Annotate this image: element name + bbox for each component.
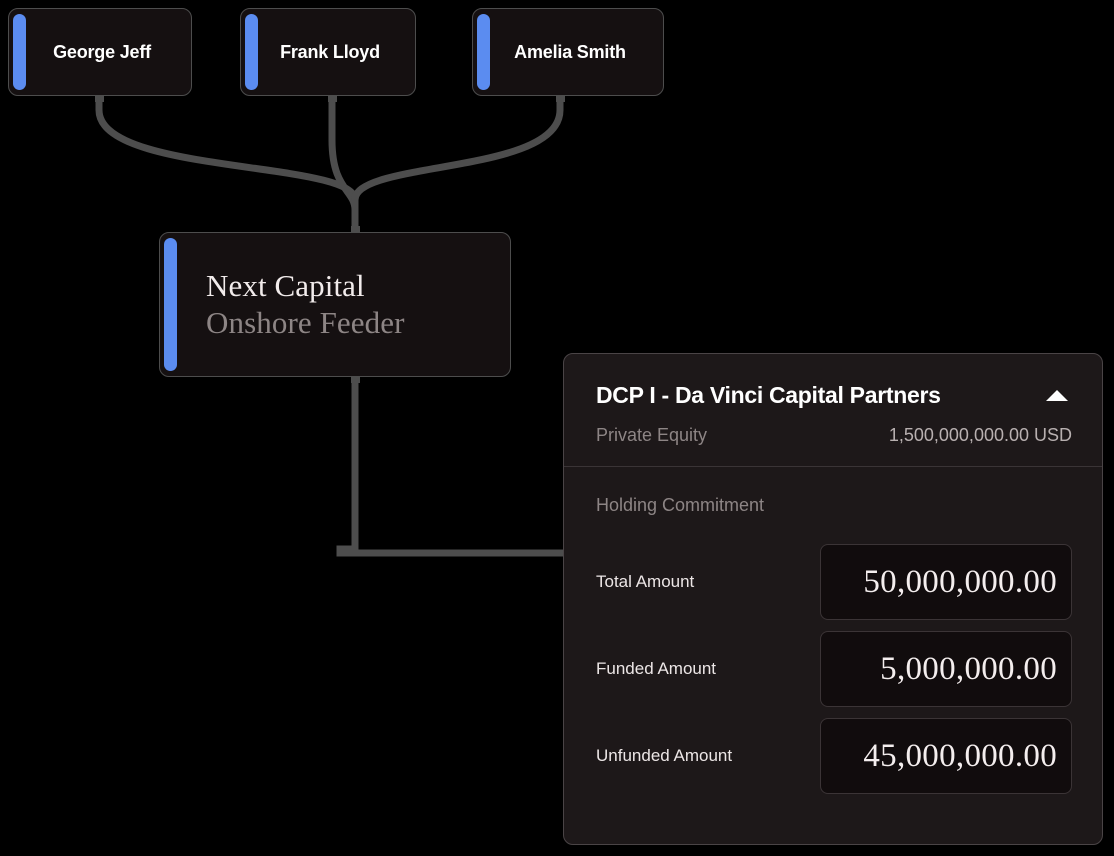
node-label: Frank Lloyd — [280, 41, 380, 62]
node-person-george-jeff[interactable]: George Jeff — [8, 8, 192, 96]
panel-title: DCP I - Da Vinci Capital Partners — [596, 382, 941, 408]
entity-node-handle-top[interactable] — [351, 226, 360, 232]
entity-node-subtitle: Onshore Feeder — [206, 304, 405, 340]
field-row-total-amount: Total Amount 50,000,000.00 — [596, 544, 1072, 620]
unfunded-amount-field[interactable]: 45,000,000.00 — [820, 718, 1072, 794]
panel-title-row: DCP I - Da Vinci Capital Partners — [596, 382, 1072, 409]
node-accent-bar — [13, 14, 26, 90]
field-value: 5,000,000.00 — [880, 650, 1057, 687]
node-handle-bottom[interactable] — [328, 96, 337, 102]
total-amount-field[interactable]: 50,000,000.00 — [820, 544, 1072, 620]
node-accent-bar — [477, 14, 490, 90]
entity-node-handle-bottom[interactable] — [351, 377, 360, 383]
entity-node-title: Next Capital — [206, 267, 365, 303]
triangle-up-icon[interactable] — [1046, 390, 1068, 401]
asset-class-label: Private Equity — [596, 425, 708, 445]
node-handle-bottom[interactable] — [556, 96, 565, 102]
node-person-amelia-smith[interactable]: Amelia Smith — [472, 8, 664, 96]
holding-detail-panel[interactable]: DCP I - Da Vinci Capital Partners Privat… — [563, 353, 1103, 845]
node-accent-bar — [164, 238, 177, 371]
field-label: Total Amount — [596, 572, 695, 591]
node-accent-bar — [245, 14, 258, 90]
field-label: Unfunded Amount — [596, 746, 733, 765]
node-handle-bottom[interactable] — [95, 96, 104, 102]
field-value: 50,000,000.00 — [863, 563, 1057, 600]
panel-header: DCP I - Da Vinci Capital Partners Privat… — [564, 354, 1102, 467]
panel-subtitle-row: Private Equity 1,500,000,000.00 USD — [596, 425, 1072, 446]
funded-amount-field[interactable]: 5,000,000.00 — [820, 631, 1072, 707]
node-label: George Jeff — [53, 41, 151, 62]
field-row-funded-amount: Funded Amount 5,000,000.00 — [596, 631, 1072, 707]
fund-size-value: 1,500,000,000.00 USD — [888, 425, 1072, 445]
node-person-frank-lloyd[interactable]: Frank Lloyd — [240, 8, 416, 96]
field-row-unfunded-amount: Unfunded Amount 45,000,000.00 — [596, 718, 1072, 794]
section-label-holding-commitment: Holding Commitment — [596, 495, 765, 515]
node-entity-next-capital[interactable]: Next Capital Onshore Feeder — [159, 232, 511, 377]
field-value: 45,000,000.00 — [863, 737, 1057, 774]
node-label: Amelia Smith — [514, 41, 626, 62]
panel-body: Holding Commitment Total Amount 50,000,0… — [564, 467, 1102, 794]
field-label: Funded Amount — [596, 659, 717, 678]
